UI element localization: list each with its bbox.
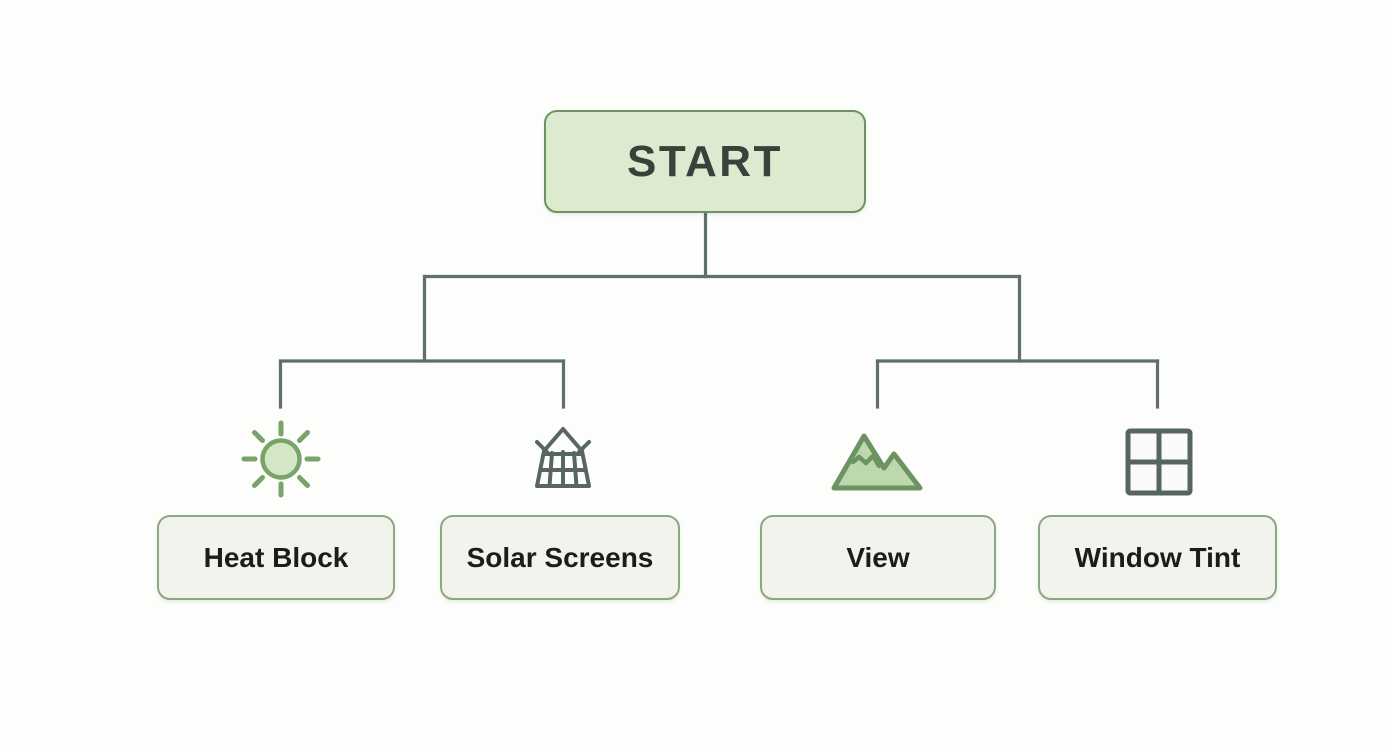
window-pane-icon bbox=[1125, 428, 1193, 496]
node-solar-screens[interactable]: Solar Screens bbox=[440, 515, 680, 600]
node-start[interactable]: START bbox=[544, 110, 866, 213]
node-view-label: View bbox=[846, 541, 910, 573]
node-window-tint[interactable]: Window Tint bbox=[1038, 515, 1277, 600]
node-heat-block-label: Heat Block bbox=[203, 541, 349, 573]
node-heat-block[interactable]: Heat Block bbox=[157, 515, 395, 600]
node-start-label: START bbox=[627, 136, 783, 186]
node-view[interactable]: View bbox=[760, 515, 996, 600]
mountain-icon bbox=[831, 433, 923, 491]
node-solar-screens-label: Solar Screens bbox=[466, 541, 654, 573]
node-window-tint-label: Window Tint bbox=[1074, 541, 1241, 573]
sun-icon bbox=[241, 420, 321, 498]
solar-screen-icon bbox=[535, 427, 591, 488]
